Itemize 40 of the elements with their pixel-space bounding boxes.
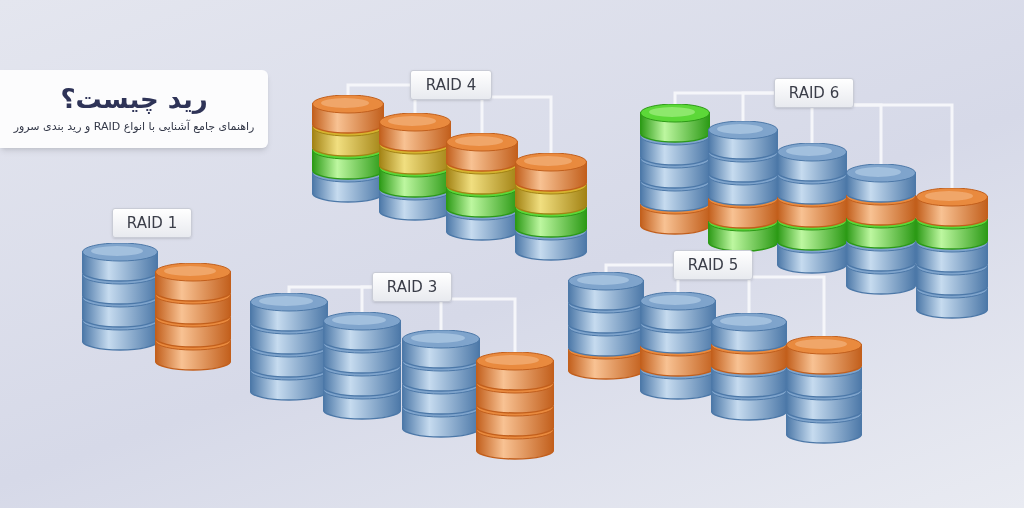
- raid-level-label: RAID 1: [126, 212, 178, 234]
- disk-stack-drawing: [476, 352, 554, 460]
- disk-stack-drawing: [786, 336, 862, 444]
- raid-label-tag: [372, 272, 452, 302]
- disk-stack-drawing: [379, 113, 451, 221]
- raid-label-tag: [410, 70, 492, 100]
- disk-stack-drawing: [708, 121, 778, 252]
- disk-stack-drawing: [916, 188, 988, 319]
- disk-stack-drawing: [82, 243, 158, 351]
- disk-stack-drawing: [640, 292, 716, 400]
- disk-stack-drawing: [515, 153, 587, 261]
- disk-stack-drawing: [640, 104, 710, 235]
- title: رید چیست؟: [60, 82, 208, 115]
- connector-line: [360, 285, 372, 312]
- disk-stack-drawing: [711, 313, 787, 421]
- raid-level-label: RAID 5: [687, 254, 739, 276]
- disk-stack-drawing: [312, 95, 384, 203]
- connector-line: [452, 297, 517, 352]
- connector-line: [346, 83, 410, 95]
- subtitle: راهنمای جامع آشنایی با انواع RAID و رید بندی سرور: [13, 119, 255, 135]
- disk-stack-drawing: [402, 330, 480, 438]
- disk-stack-drawing: [568, 272, 644, 380]
- disk-stack-drawing: [155, 263, 231, 371]
- connector-line: [604, 263, 673, 272]
- disk-stack-drawing: [250, 293, 328, 401]
- raid-label-tag: [112, 208, 192, 238]
- raid-level-label: RAID 3: [386, 276, 438, 298]
- raid-level-label: RAID 4: [425, 74, 477, 96]
- disk-stack-drawing: [446, 133, 518, 241]
- connector-line: [741, 91, 774, 121]
- disk-stack-drawing: [323, 312, 401, 420]
- connector-line: [753, 275, 826, 336]
- title-card: [0, 70, 268, 148]
- connector-line: [854, 103, 954, 188]
- connector-line: [492, 95, 553, 153]
- raid-label-tag: [774, 78, 854, 108]
- disk-stack-drawing: [777, 143, 847, 274]
- raid-label-tag: [673, 250, 753, 280]
- disk-stack-drawing: [846, 164, 916, 295]
- raid-level-label: RAID 6: [788, 82, 840, 104]
